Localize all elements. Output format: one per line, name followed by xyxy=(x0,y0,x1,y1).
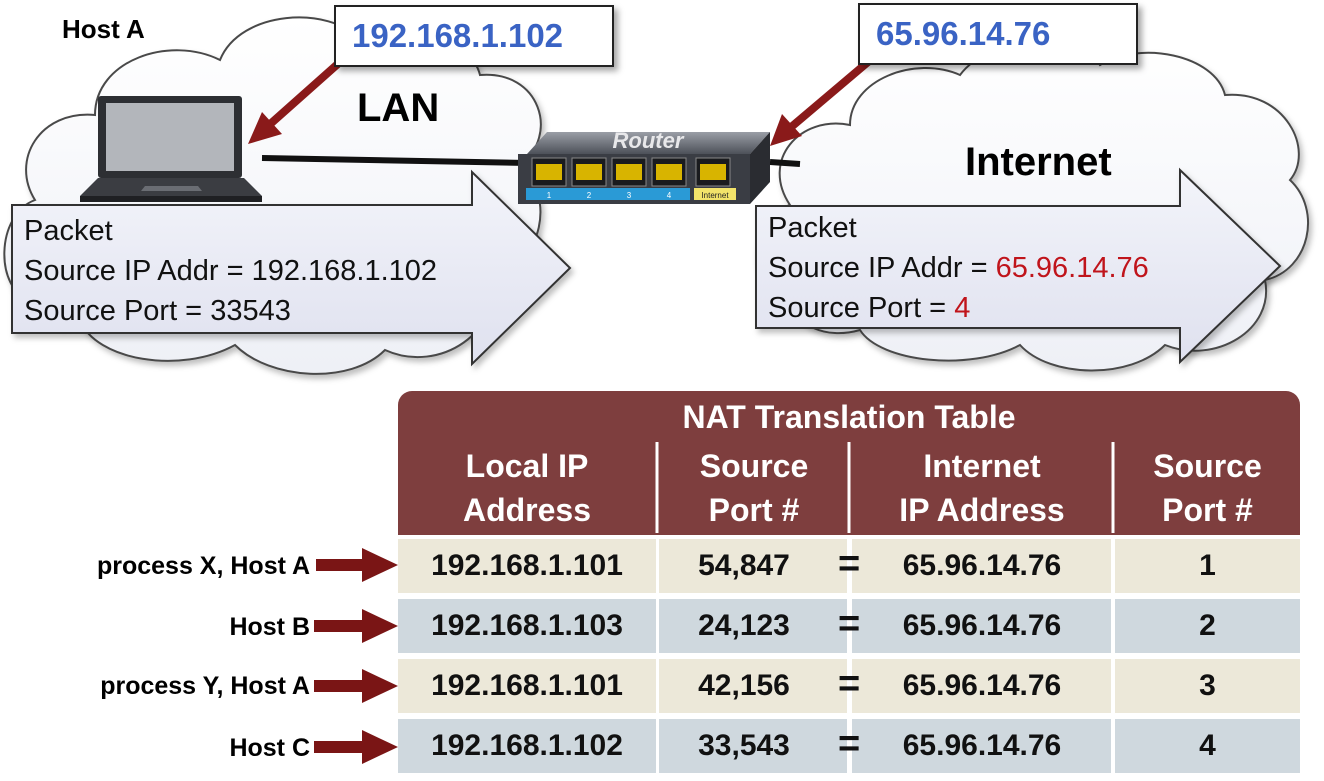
cell-internet-port-3: 3 xyxy=(1199,669,1216,702)
laptop-icon xyxy=(80,96,262,202)
wan-cable xyxy=(769,159,801,167)
lan-packet-ip: 192.168.1.102 xyxy=(251,255,438,287)
cell-internet-ip-3: 65.96.14.76 xyxy=(902,669,1062,702)
cell-local-ip-4: 192.168.1.102 xyxy=(431,729,623,762)
cell-local-ip-3: 192.168.1.101 xyxy=(431,669,623,702)
cell-local-ip-1: 192.168.1.101 xyxy=(431,549,623,582)
nat-table-title: NAT Translation Table xyxy=(682,399,1016,435)
internet-packet-text: Packet Source IP Addr = 65.96.14.76 Sour… xyxy=(768,208,1149,328)
internet-packet-port-line: Source Port = 4 xyxy=(768,292,971,324)
internet-packet-title: Packet xyxy=(768,212,857,244)
row-label-4: Host C xyxy=(229,734,310,762)
cell-internet-port-2: 2 xyxy=(1199,609,1216,642)
row-label-2: Host B xyxy=(229,613,310,641)
lan-packet-title: Packet xyxy=(24,215,113,247)
equals-sign-3: = xyxy=(838,663,861,705)
cell-local-port-4: 33,543 xyxy=(698,729,790,762)
row-arrow-4 xyxy=(314,730,398,764)
router-label: Router xyxy=(613,128,685,153)
router-internet-port: Internet xyxy=(701,191,729,200)
host-ip-pointer xyxy=(248,59,343,144)
row-label-3: process Y, Host A xyxy=(100,672,310,700)
host-ip-box: 192.168.1.102 xyxy=(334,5,614,67)
lan-packet-port-line: Source Port = 33543 xyxy=(24,295,291,327)
nat-table-rows xyxy=(398,539,1300,773)
router-icon xyxy=(518,132,770,204)
row-arrow-1 xyxy=(316,548,398,582)
router-port-1: 1 xyxy=(547,191,552,200)
router-ip-box: 65.96.14.76 xyxy=(858,3,1138,65)
internet-packet-ip: 65.96.14.76 xyxy=(995,252,1149,284)
equals-sign-2: = xyxy=(838,603,861,645)
equals-sign-4: = xyxy=(838,723,861,765)
lan-label: LAN xyxy=(357,86,440,130)
cell-internet-ip-4: 65.96.14.76 xyxy=(902,729,1062,762)
internet-label: Internet xyxy=(965,140,1112,184)
host-a-label: Host A xyxy=(62,14,145,44)
internet-packet-ip-line: Source IP Addr = 65.96.14.76 xyxy=(768,252,1149,284)
cell-local-port-3: 42,156 xyxy=(698,669,790,702)
cell-internet-port-1: 1 xyxy=(1199,549,1216,582)
internet-packet-port: 4 xyxy=(954,292,971,324)
lan-packet-port: 33543 xyxy=(210,295,291,327)
lan-cable xyxy=(261,155,529,166)
cell-local-port-2: 24,123 xyxy=(698,609,790,642)
router-ip-pointer xyxy=(770,58,871,146)
router-port-4: 4 xyxy=(667,191,672,200)
lan-packet-text: Packet Source IP Addr = 192.168.1.102 So… xyxy=(24,211,437,331)
internet-packet-arrow xyxy=(755,167,1282,365)
cell-internet-ip-2: 65.96.14.76 xyxy=(902,609,1062,642)
lan-packet-arrow xyxy=(11,169,572,367)
cell-internet-ip-1: 65.96.14.76 xyxy=(902,549,1062,582)
row-label-1: process X, Host A xyxy=(96,552,310,580)
equals-sign-1: = xyxy=(838,543,861,585)
cell-local-port-1: 54,847 xyxy=(698,549,790,582)
cell-local-ip-2: 192.168.1.103 xyxy=(431,609,623,642)
router-port-2: 2 xyxy=(587,191,592,200)
router-port-3: 3 xyxy=(627,191,632,200)
row-arrow-2 xyxy=(314,609,398,643)
lan-packet-ip-line: Source IP Addr = 192.168.1.102 xyxy=(24,255,438,287)
row-arrow-3 xyxy=(314,669,398,703)
cell-internet-port-4: 4 xyxy=(1199,729,1216,762)
